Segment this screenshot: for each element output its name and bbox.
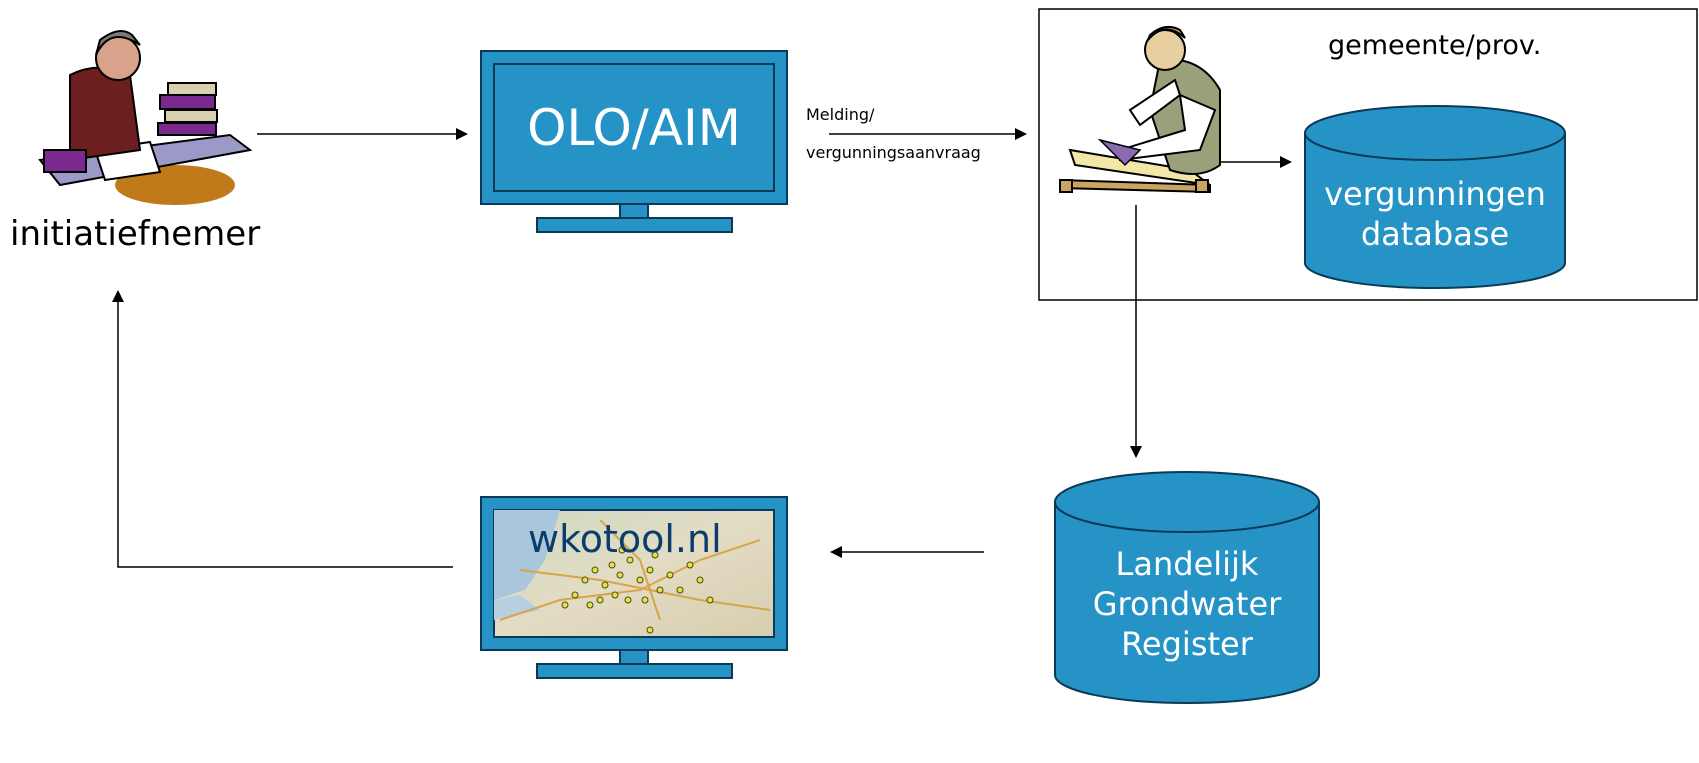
permit-database-line2: database	[1360, 215, 1510, 253]
wkotool-monitor-icon	[480, 496, 788, 679]
authority-title: gemeente/prov.	[1328, 30, 1542, 61]
permit-database-cylinder	[1304, 105, 1566, 289]
olo-aim-screen-text: OLO/AIM	[527, 99, 741, 157]
request-label-line1: Melding/	[806, 105, 875, 124]
national-register-label: Landelijk Grondwater Register	[1055, 544, 1319, 664]
clerk-person-icon	[1059, 25, 1221, 194]
national-register-cylinder	[1054, 471, 1320, 704]
arrow-wkotool-to-initiator	[112, 290, 453, 568]
map-markers	[561, 546, 714, 634]
olo-aim-monitor-icon	[480, 50, 788, 233]
permit-database-label: vergunningen database	[1305, 174, 1565, 254]
national-register-line1: Landelijk	[1115, 545, 1259, 583]
request-label-line2: vergunningsaanvraag	[806, 143, 981, 162]
initiator-label: initiatiefnemer	[10, 214, 261, 254]
initiator-person-icon	[38, 30, 253, 205]
national-register-line3: Register	[1121, 625, 1253, 663]
wkotool-screen-title: wkotool.nl	[528, 517, 722, 561]
permit-database-line1: vergunningen	[1324, 175, 1546, 213]
national-register-line2: Grondwater	[1092, 585, 1282, 623]
